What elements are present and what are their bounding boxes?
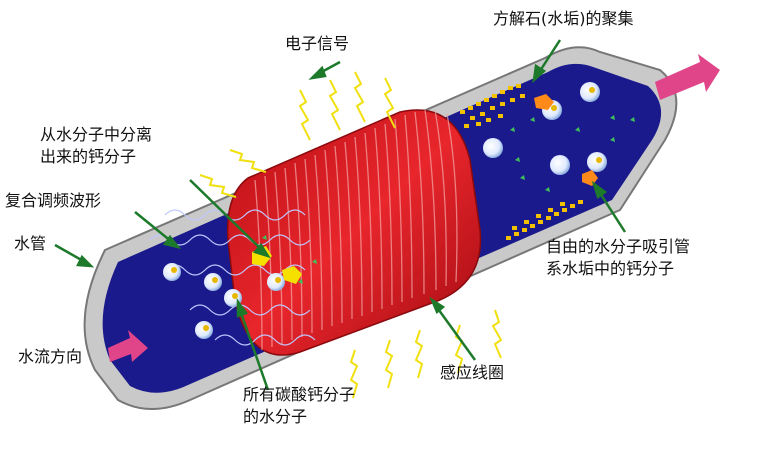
inlet-flow-arrow — [108, 330, 148, 362]
label-electronic-signal: 电子信号 — [285, 34, 350, 53]
green-particles-left — [262, 235, 317, 284]
label-induction-coil: 感应线圈 — [440, 363, 505, 382]
label-free-water-molecules: 自由的水分子吸引管 系水垢中的钙分子 — [546, 237, 691, 278]
label-all-calcium-carbonate: 所有碳酸钙分子 的水分子 — [243, 385, 356, 426]
electronic-signal — [199, 71, 503, 399]
label-scale-aggregation: 方解石(水垢)的聚集 — [493, 9, 634, 28]
label-compound-waveform: 复合调频波形 — [5, 191, 102, 210]
green-particles-right — [510, 115, 635, 192]
water-molecules-right — [483, 82, 607, 175]
outlet-flow-arrow — [655, 54, 720, 100]
label-water-flow-direction: 水流方向 — [18, 347, 83, 366]
leader-arrows — [54, 39, 627, 391]
label-separated-calcium: 从水分子中分离 出来的钙分子 — [40, 125, 153, 166]
attracted-calcium — [534, 94, 598, 186]
induction-coil — [226, 109, 482, 356]
scale-deposits — [460, 84, 583, 240]
label-water-pipe: 水管 — [14, 234, 47, 253]
water-molecules-left — [163, 263, 285, 339]
